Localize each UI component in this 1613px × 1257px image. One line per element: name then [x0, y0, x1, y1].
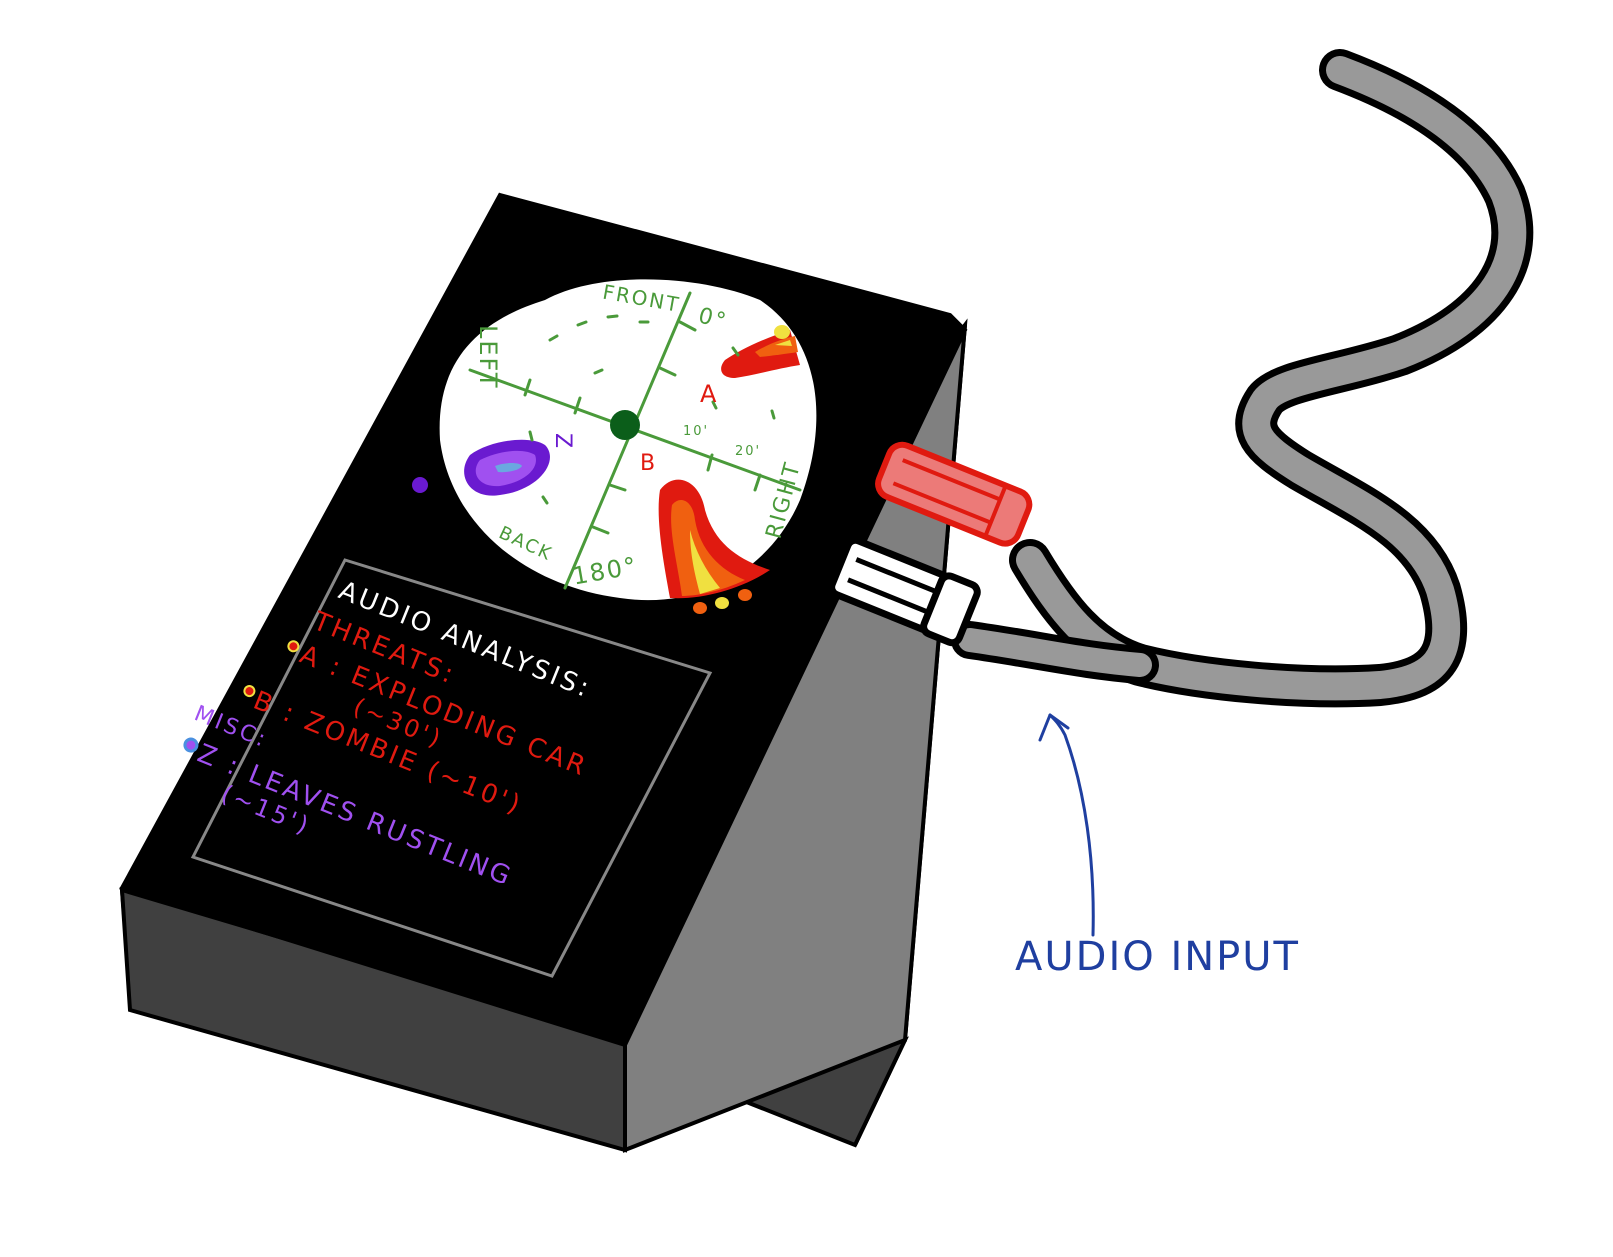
radar-label-left: LEFT: [474, 325, 502, 390]
indicator-orange-1: [693, 602, 707, 614]
audio-cable: [951, 49, 1534, 708]
annotation-label: AUDIO INPUT: [1015, 934, 1300, 980]
sound-source-a-blob: [721, 330, 800, 378]
indicator-orange-2: [738, 589, 752, 601]
radar-marker-b: B: [640, 451, 657, 476]
indicator-yellow-1: [715, 597, 729, 609]
sound-source-b-blob: [658, 479, 770, 599]
radar-center-dot: [610, 410, 640, 440]
sound-source-z-blob: [464, 439, 550, 496]
analysis-screen: AUDIO ANALYSIS: THREATS: A : EXPLODING C…: [183, 558, 713, 978]
radar-display: FRONT 0° LEFT RIGHT BACK 180° 10' 20' A …: [439, 279, 817, 601]
radar-marker-a: A: [700, 380, 718, 408]
annotation-arrow: [1048, 713, 1095, 937]
radar-range-20: 20': [735, 444, 761, 459]
red-audio-plug: [875, 441, 1033, 547]
radar-marker-z: Z: [550, 433, 575, 450]
audio-input-annotation: AUDIO INPUT: [1015, 713, 1300, 980]
arrow-head-icon: [1038, 713, 1070, 742]
indicator-purple: [412, 477, 428, 493]
radar-range-10: 10': [683, 424, 709, 439]
indicator-yellow-top: [774, 325, 790, 339]
white-audio-plug: [828, 536, 981, 647]
indicator-lights: [412, 325, 790, 614]
